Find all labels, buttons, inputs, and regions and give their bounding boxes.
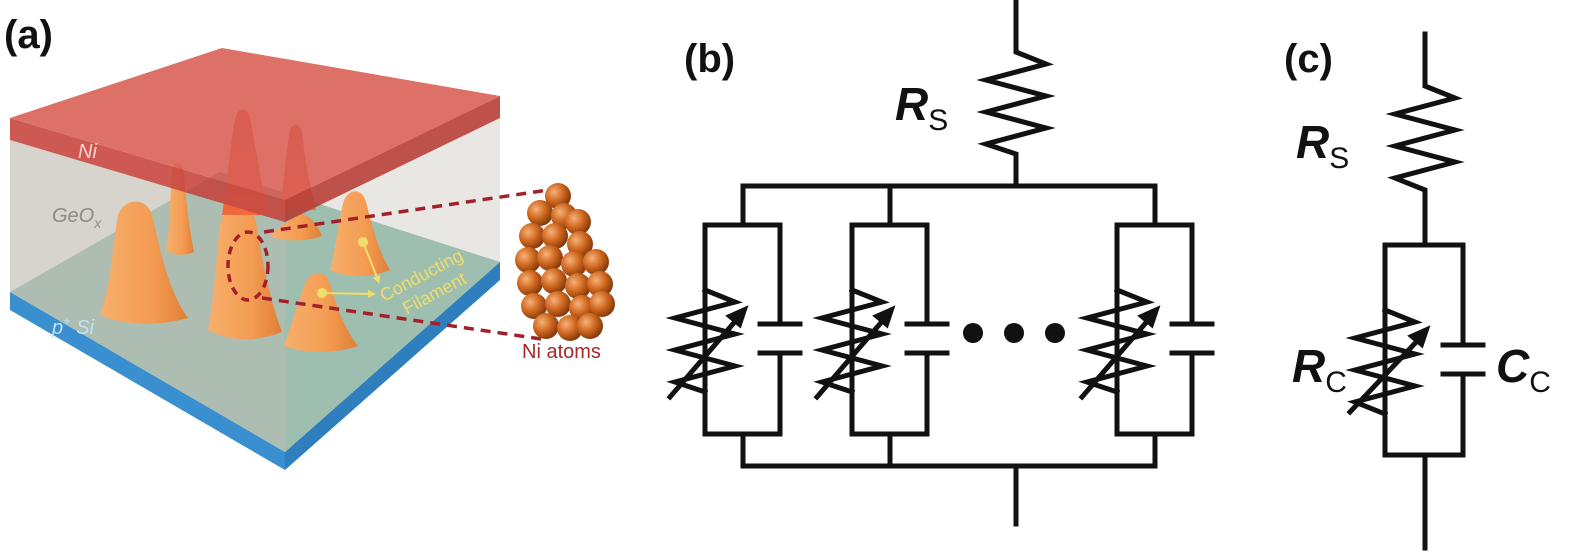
panel-b-rc-cell-2 bbox=[812, 222, 950, 437]
panel-b-rc-cell-n bbox=[1077, 222, 1215, 437]
panel-b-dot-2 bbox=[1004, 323, 1024, 343]
ni-right-face bbox=[285, 96, 500, 222]
filament-pointer-arrow-1 bbox=[362, 241, 381, 284]
filament-center bbox=[208, 205, 282, 340]
panel-b-dot-3 bbox=[1045, 323, 1065, 343]
filament-left bbox=[100, 201, 188, 324]
ni-top-face bbox=[10, 48, 500, 200]
panel-c-rs-resistor bbox=[1385, 31, 1465, 248]
panel-b-rs-resistor bbox=[976, 0, 1056, 189]
panel-b-dot-1 bbox=[963, 323, 983, 343]
ni-layer-label: Ni bbox=[78, 141, 97, 163]
panel-a-label: (a) bbox=[4, 13, 53, 57]
ni-atom-cluster bbox=[515, 183, 615, 341]
panel-b-rs-label: RS bbox=[895, 78, 948, 137]
filament-right-back bbox=[330, 191, 390, 276]
callout-line-bottom bbox=[261, 296, 549, 342]
filament-mid-back bbox=[270, 214, 322, 241]
panel-a: (a) Ni GeOx p+ Si bbox=[4, 13, 615, 470]
callout-line-top bbox=[263, 188, 549, 234]
panel-b: (b) RS bbox=[665, 0, 1215, 527]
panel-b-rc-cell-1 bbox=[665, 222, 803, 437]
ni-front-face bbox=[10, 118, 285, 222]
substrate-layer-label: p+ Si bbox=[51, 313, 95, 339]
filament-right-front bbox=[284, 273, 358, 352]
filament-pointer-arrow-2 bbox=[321, 289, 376, 298]
panel-c-rs-label: RS bbox=[1296, 116, 1349, 175]
panel-c-rc-cell bbox=[1345, 242, 1486, 458]
panel-c: (c) RS RC CC bbox=[1284, 31, 1551, 551]
ni-atoms-label: Ni atoms bbox=[522, 341, 601, 363]
panel-c-rc-label: RC bbox=[1292, 340, 1347, 399]
geox-layer-label: GeOx bbox=[52, 205, 102, 231]
panel-c-label: (c) bbox=[1284, 37, 1333, 81]
substrate-side-right bbox=[285, 262, 500, 470]
filament-highlight-ellipse bbox=[226, 230, 270, 302]
geox-right-face bbox=[285, 118, 500, 452]
substrate-side-left bbox=[10, 292, 285, 470]
panel-c-cc-label: CC bbox=[1496, 340, 1551, 399]
panel-b-label: (b) bbox=[684, 37, 735, 81]
